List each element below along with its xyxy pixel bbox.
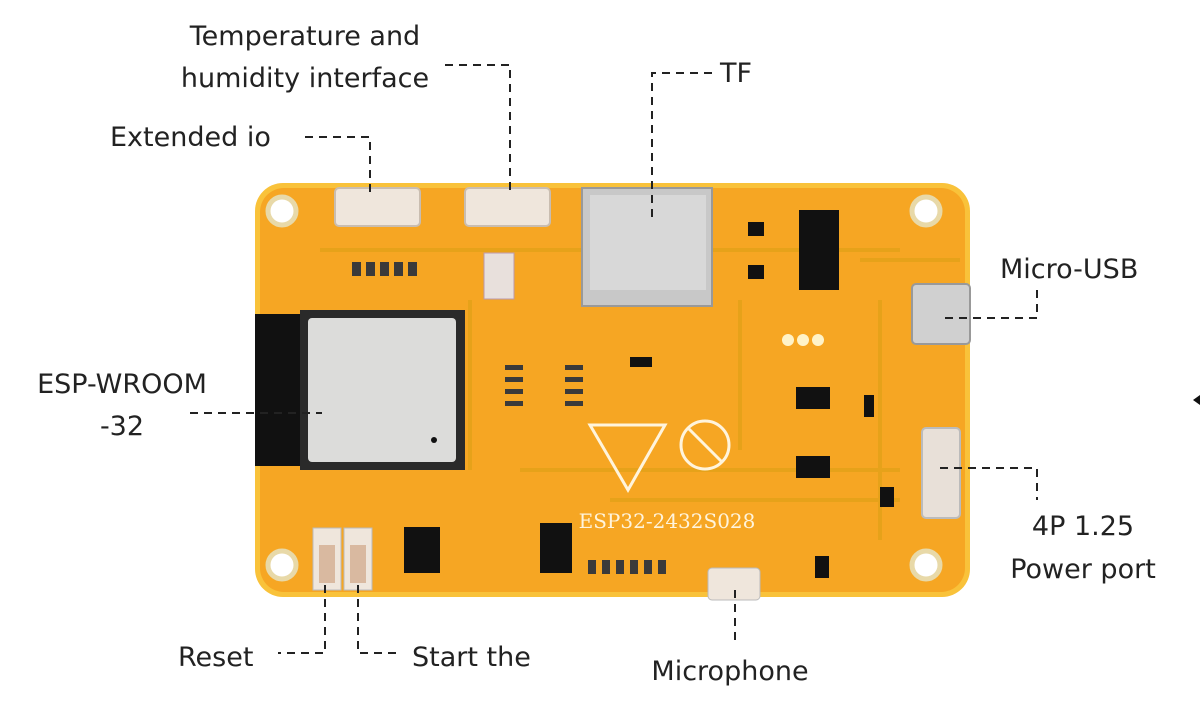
label-extended-io: Extended io <box>110 122 271 153</box>
power-port-connector <box>921 427 961 519</box>
label-start: Start the <box>412 642 531 673</box>
temp-humidity-connector <box>464 187 551 227</box>
leader-micro-usb <box>940 290 1038 319</box>
leader-temp-humidity <box>445 64 511 195</box>
extended-io-connector <box>334 187 421 227</box>
board-model-text: ESP32-2432S028 <box>579 509 756 533</box>
label-temp-humidity-1: Temperature and <box>189 21 420 52</box>
label-esp-2: -32 <box>100 411 144 442</box>
label-micro-usb: Micro-USB <box>1000 254 1138 285</box>
esp-wroom-32-module <box>308 318 456 462</box>
label-power-2: Power port <box>1010 554 1156 585</box>
leader-power-port <box>940 467 1038 500</box>
mounting-hole <box>909 194 943 228</box>
microphone-connector <box>707 567 761 601</box>
leader-extended-io <box>305 136 371 195</box>
leader-reset <box>278 585 326 654</box>
label-power-1: 4P 1.25 <box>1032 511 1134 542</box>
rgb-led <box>483 252 515 300</box>
pb-free-logo <box>679 419 731 471</box>
mounting-hole <box>265 194 299 228</box>
ic-chip <box>799 210 839 290</box>
label-tf: TF <box>719 58 752 89</box>
label-reset: Reset <box>178 642 253 673</box>
mounting-hole <box>909 548 943 582</box>
recycle-logo <box>587 423 668 494</box>
leader-tf <box>651 72 712 220</box>
label-temp-humidity-2: humidity interface <box>181 63 429 94</box>
arrow-icon <box>1193 395 1200 405</box>
micro-usb-port <box>911 283 971 345</box>
label-microphone: Microphone <box>651 656 808 687</box>
mounting-hole <box>265 548 299 582</box>
label-esp-1: ESP-WROOM <box>37 369 207 400</box>
pcb-board: ESP32-2432S028 ESP32-2432S028 <box>255 183 971 601</box>
esp-antenna <box>255 314 308 466</box>
